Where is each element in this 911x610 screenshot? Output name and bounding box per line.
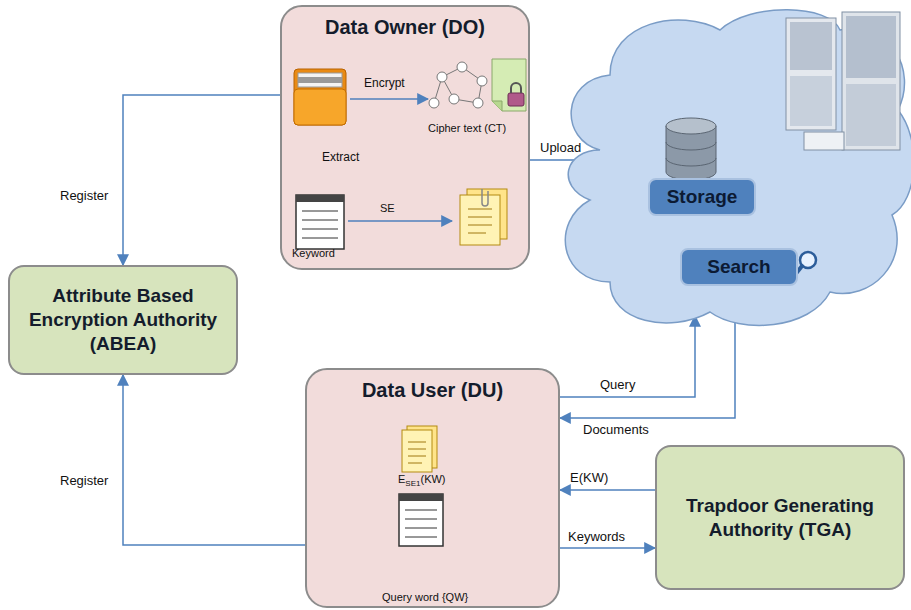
database-icon	[666, 118, 716, 180]
node-label: Search	[707, 255, 770, 279]
edge-label: Keywords	[568, 529, 625, 544]
node-label: Attribute Based Encryption Authority (AB…	[20, 284, 226, 355]
node-label: Data Owner (DO)	[325, 15, 485, 40]
edge-label: E(KW)	[570, 470, 608, 485]
icon-caption: Encrypt	[364, 76, 405, 90]
storage-box: Storage	[648, 178, 756, 216]
connector-arrow	[123, 375, 305, 545]
folder-icon	[294, 69, 346, 125]
connector-arrow	[560, 489, 655, 491]
edge-label: Upload	[540, 140, 581, 155]
icon-caption: Query word {QW}	[382, 591, 468, 603]
icon-caption: (KW)	[420, 473, 445, 485]
node-label: Trapdoor Generating Authority (TGA)	[667, 494, 893, 542]
authority-box: Trapdoor Generating Authority (TGA)	[655, 445, 905, 590]
connector-arrow	[560, 320, 735, 418]
keyword-notepad-icon	[296, 195, 344, 249]
cloud-node: StorageSearch	[540, 0, 911, 335]
server-icon	[786, 12, 900, 150]
edge-label: Query	[600, 377, 635, 392]
user-icons	[307, 370, 562, 610]
node-label: Data User (DU)	[362, 378, 503, 403]
connector-arrow	[560, 316, 695, 397]
search-box: Search	[680, 248, 798, 286]
edge-label: Register	[60, 473, 108, 488]
connector-arrow	[123, 95, 280, 265]
encrypt-arrow	[350, 98, 428, 100]
data-user-box: Data User (DU)	[305, 368, 560, 608]
authority-box: Attribute Based Encryption Authority (AB…	[8, 265, 238, 375]
edge-label: Register	[60, 188, 108, 203]
icon-caption: Keyword	[292, 247, 335, 259]
data-owner-box: Data Owner (DO)	[280, 5, 530, 270]
node-label: Storage	[667, 185, 738, 209]
icon-caption: Extract	[322, 150, 359, 164]
encrypted-keyword-icon	[402, 426, 437, 472]
connector-arrow	[560, 547, 655, 549]
edge-label: Documents	[583, 422, 649, 437]
se-arrow	[348, 220, 452, 222]
icon-caption: Cipher text (CT)	[428, 122, 506, 134]
ciphertext-icon	[429, 59, 526, 111]
icon-caption: E	[398, 473, 405, 485]
query-notepad-icon	[399, 494, 443, 546]
icon-caption: SE	[380, 202, 395, 214]
encrypted-keyword-icon	[460, 189, 507, 245]
icon-caption: SE1	[405, 479, 420, 488]
owner-icons	[282, 7, 532, 272]
